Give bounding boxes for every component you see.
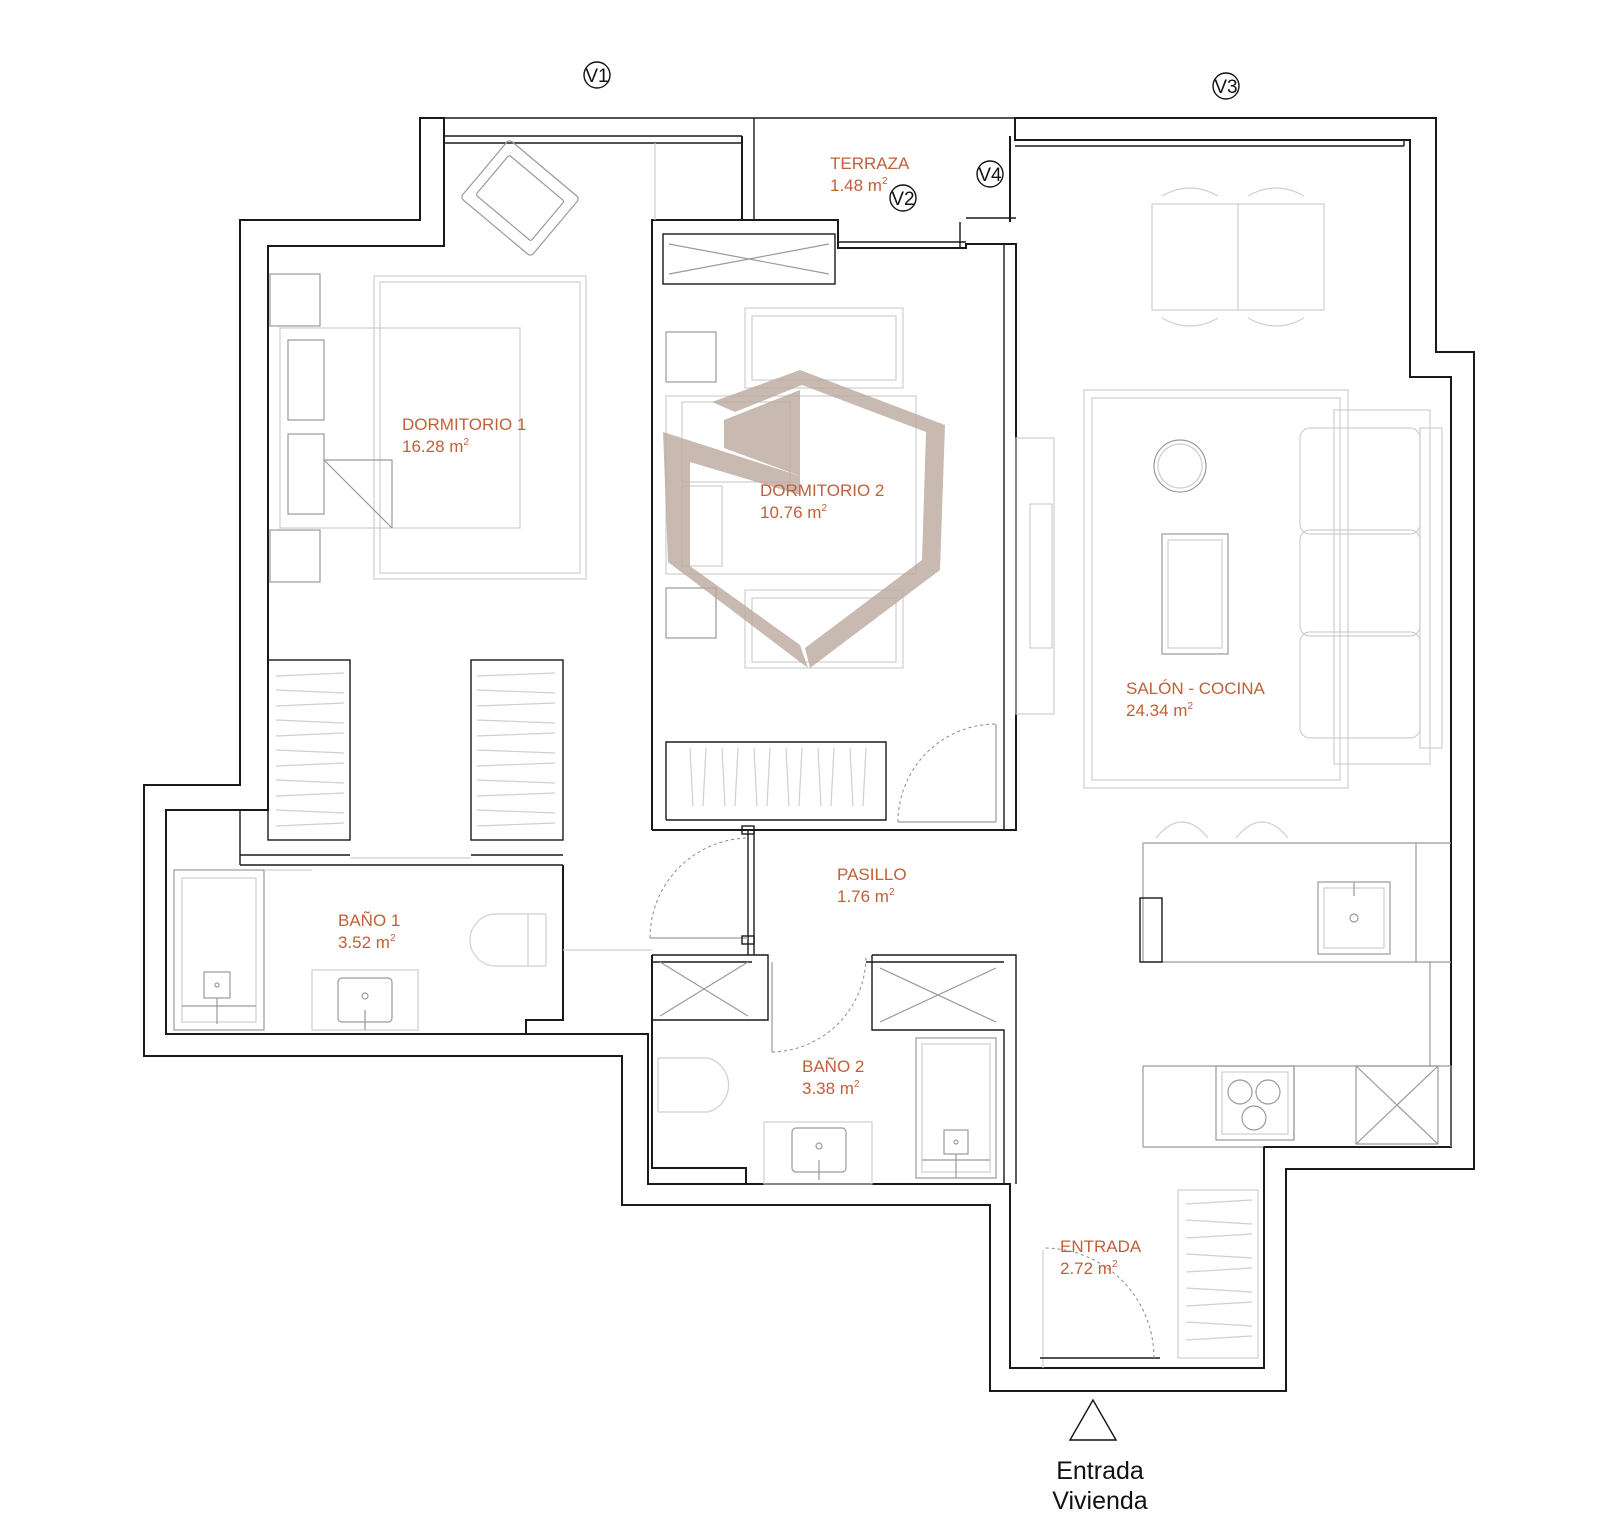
room-area-salon-cocina: 24.34 m2	[1126, 701, 1193, 720]
bedroom-1-furniture	[269, 140, 656, 827]
entrance-label-line2: Vivienda	[1052, 1487, 1148, 1515]
room-labels: DORMITORIO 1 16.28 m2 DORMITORIO 2 10.76…	[338, 154, 1266, 1278]
living-kitchen-furniture	[1015, 187, 1443, 1145]
bath-1-fixtures	[173, 869, 547, 1031]
room-area-bano-2: 3.38 m2	[802, 1079, 860, 1098]
room-name-bano-2: BAÑO 2	[802, 1057, 864, 1076]
wardrobe-1	[275, 672, 345, 827]
outer-walls	[143, 117, 1475, 1392]
room-area-pasillo: 1.76 m2	[837, 887, 895, 906]
wardrobe-2	[476, 672, 556, 827]
room-name-dormitorio-1: DORMITORIO 1	[402, 415, 526, 434]
triangle-entrance-icon	[1068, 1398, 1118, 1441]
bedroom-2-furniture	[665, 243, 997, 823]
entrance-label-line1: Entrada	[1056, 1457, 1144, 1485]
bath-2-fixtures	[657, 955, 997, 1185]
room-name-salon-cocina: SALÓN - COCINA	[1126, 679, 1266, 698]
svg-text:V2: V2	[891, 189, 914, 210]
window-marker-v1: V1	[583, 61, 611, 89]
window-markers: V1 V2 V3 V4	[583, 61, 1240, 212]
window-marker-v4: V4	[976, 160, 1004, 188]
room-area-terraza: 1.48 m2	[830, 176, 888, 195]
svg-text:V3: V3	[1214, 77, 1237, 98]
hall-entry-details	[649, 825, 1259, 1359]
room-area-dormitorio-2: 10.76 m2	[760, 503, 827, 522]
room-name-pasillo: PASILLO	[837, 865, 907, 884]
room-name-terraza: TERRAZA	[830, 154, 910, 173]
room-area-bano-1: 3.52 m2	[338, 933, 396, 952]
entrance-label: Entrada Vivienda	[995, 1456, 1205, 1516]
room-area-entrada: 2.72 m2	[1060, 1259, 1118, 1278]
hexagon-logo-watermark	[663, 370, 945, 668]
svg-text:V4: V4	[978, 165, 1002, 186]
room-area-dormitorio-1: 16.28 m2	[402, 437, 469, 456]
room-name-dormitorio-2: DORMITORIO 2	[760, 481, 884, 500]
room-name-entrada: ENTRADA	[1060, 1237, 1142, 1256]
svg-text:V1: V1	[585, 66, 608, 87]
window-marker-v2: V2	[889, 184, 917, 212]
room-name-bano-1: BAÑO 1	[338, 911, 400, 930]
window-marker-v3: V3	[1212, 72, 1240, 100]
